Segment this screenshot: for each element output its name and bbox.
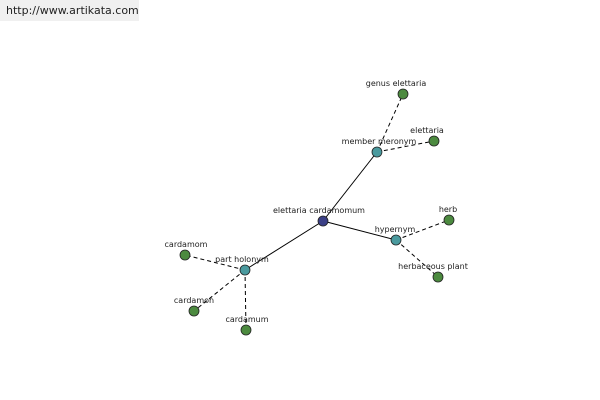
label-herbaceous-plant: herbaceous plant — [398, 262, 468, 271]
node-cardamum[interactable] — [240, 324, 252, 336]
label-cardamon: cardamon — [174, 296, 214, 305]
node-root[interactable] — [317, 215, 329, 227]
graph-labels: elettaria cardamomum member meronym hype… — [165, 79, 468, 324]
edge-root-hypernym — [322, 220, 397, 241]
edge-root-part-holonym — [244, 220, 324, 271]
label-member-meronym: member meronym — [342, 137, 417, 146]
label-herb: herb — [439, 205, 457, 214]
label-part-holonym: part holonym — [215, 255, 269, 264]
edge-root-member-meronym — [322, 151, 378, 222]
label-elettaria: elettaria — [410, 126, 444, 135]
site-url-link[interactable]: http://www.artikata.com — [6, 4, 139, 17]
label-cardamom: cardamom — [165, 240, 208, 249]
node-herb[interactable] — [443, 214, 455, 226]
edge-hypernym-herbaceous-plant — [395, 239, 439, 278]
node-cardamon[interactable] — [188, 305, 200, 317]
node-cardamom[interactable] — [179, 249, 191, 261]
graph-nodes — [179, 88, 455, 336]
graph-edges — [184, 93, 450, 331]
edge-member-meronym-elettaria — [376, 140, 435, 153]
label-cardamum: cardamum — [225, 315, 268, 324]
edge-hypernym-herb — [395, 219, 450, 241]
node-member-meronym[interactable] — [371, 146, 383, 158]
edge-member-meronym-genus-elettaria — [376, 93, 404, 153]
edge-part-holonym-cardamum — [244, 269, 247, 331]
site-url-banner[interactable]: http://www.artikata.com — [0, 0, 139, 21]
label-hypernym: hypernym — [375, 225, 416, 234]
edge-part-holonym-cardamom — [184, 254, 246, 271]
label-genus-elettaria: genus elettaria — [366, 79, 427, 88]
node-hypernym[interactable] — [390, 234, 402, 246]
node-part-holonym[interactable] — [239, 264, 251, 276]
node-genus-elettaria[interactable] — [397, 88, 409, 100]
node-herbaceous-plant[interactable] — [432, 271, 444, 283]
node-elettaria[interactable] — [428, 135, 440, 147]
label-root: elettaria cardamomum — [273, 206, 365, 215]
edge-part-holonym-cardamon — [193, 269, 246, 312]
